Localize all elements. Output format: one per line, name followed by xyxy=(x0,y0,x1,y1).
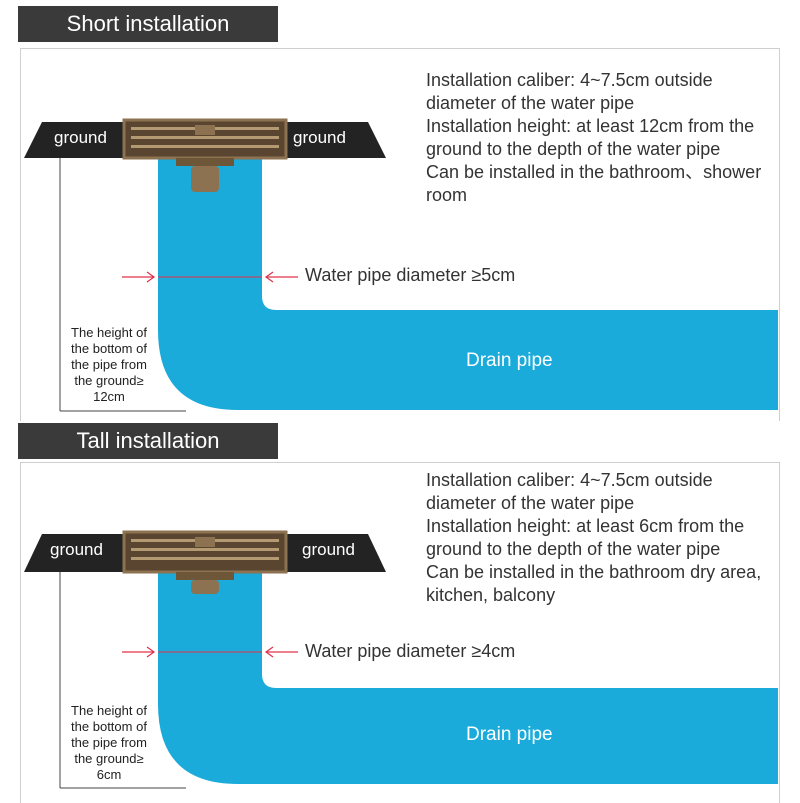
short-pipe-diameter-label: Water pipe diameter ≥5cm xyxy=(305,265,516,285)
tall-diagram-frame xyxy=(20,462,780,803)
tall-installation-diagram xyxy=(24,530,778,789)
short-diagram-frame xyxy=(20,48,780,421)
tall-info-height: Installation height: at least 6cm from t… xyxy=(426,516,745,559)
tall-height-note: The height of the bottom of the pipe fro… xyxy=(71,703,147,782)
tall-title-bar: Tall installation xyxy=(18,423,278,459)
tall-drain-pipe-label: Drain pipe xyxy=(466,724,553,745)
tall-arrow-left xyxy=(122,646,156,658)
short-info-caliber: Installation caliber: 4~7.5cm outside di… xyxy=(426,70,713,113)
tall-info-location: Can be installed in the bathroom dry are… xyxy=(426,562,762,605)
short-installation-section: Short installation ground ground Install… xyxy=(18,6,780,421)
short-ground-label-left: ground xyxy=(54,128,107,147)
short-ground-label-right: ground xyxy=(293,128,346,147)
short-height-note: The height of the bottom of the pipe fro… xyxy=(71,325,147,404)
short-drain-grate xyxy=(122,118,288,192)
tall-pipe-diameter-label: Water pipe diameter ≥4cm xyxy=(305,641,516,661)
tall-info-text: Installation caliber: 4~7.5cm outside di… xyxy=(426,469,766,607)
short-info-location: Can be installed in the bathroom、shower … xyxy=(426,162,762,205)
tall-ground-slab-right xyxy=(272,534,386,572)
tall-installation-section: Tall installation ground ground Installa… xyxy=(0,420,800,803)
tall-arrow-right xyxy=(264,646,298,658)
tall-ground-label-right: ground xyxy=(302,540,355,559)
short-info-text: Installation caliber: 4~7.5cm outside di… xyxy=(426,69,766,207)
short-arrow-left xyxy=(122,271,156,283)
short-drain-pipe xyxy=(158,152,778,410)
short-arrow-right xyxy=(264,271,298,283)
tall-info-caliber: Installation caliber: 4~7.5cm outside di… xyxy=(426,470,713,513)
short-drain-pipe-label: Drain pipe xyxy=(466,350,553,371)
tall-ground-label-left: ground xyxy=(50,540,103,559)
short-installation-diagram xyxy=(24,118,778,412)
short-ground-slab-left xyxy=(24,122,138,158)
tall-drain-pipe xyxy=(158,568,778,784)
short-ground-slab-right xyxy=(272,122,386,158)
short-title-bar: Short installation xyxy=(18,6,278,42)
tall-drain-grate xyxy=(122,530,288,594)
short-info-height: Installation height: at least 12cm from … xyxy=(426,116,755,159)
tall-ground-slab-left xyxy=(24,534,138,572)
